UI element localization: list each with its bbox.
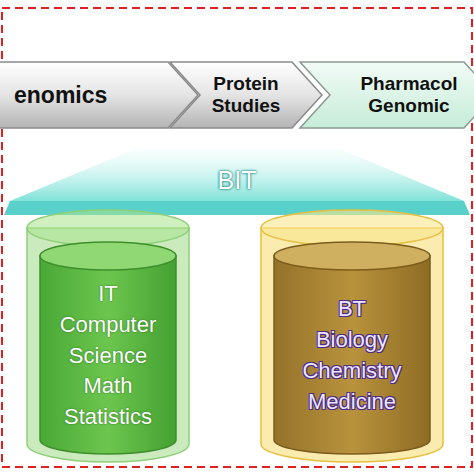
node-body-text: Biology Chemistry Medicine [284,325,420,417]
outer-cylinder [261,210,443,462]
node-body-text: Computer Science Math Statistics [42,310,174,433]
text-area: BTBiology Chemistry Medicine [284,274,420,438]
outer-cylinder-body [261,228,443,462]
chevron-arrow [0,62,198,128]
text-area: enomics [14,66,154,124]
inner-cylinder-top [40,242,176,270]
process-chevron: Pharmacol Genomic [300,62,474,128]
node-label: IT [98,279,118,310]
outer-cylinder-top [261,210,443,246]
process-chevron: enomics [0,62,198,128]
process-chevron: Protein Studies [170,62,322,128]
inner-cylinder-body [40,256,176,454]
node-label: Pharmacol Genomic [348,73,470,117]
inner-cylinder [40,242,176,454]
node-label: BT [338,294,366,325]
inner-cylinder [274,242,430,454]
outer-cylinder [27,210,189,462]
text-area: Pharmacol Genomic [348,66,470,124]
text-area: BIT [177,163,297,199]
outer-cylinder-top [27,210,189,246]
it-cylinder: ITComputer Science Math Statistics [26,208,190,458]
inner-cylinder-body [274,256,430,454]
node-label: enomics [14,82,107,108]
chevron-arrow [300,62,474,128]
chevron-arrow [170,62,322,128]
text-area: ITComputer Science Math Statistics [42,274,174,438]
outer-cylinder-body [27,228,189,462]
text-area: Protein Studies [200,66,292,124]
node-label: Protein Studies [200,73,292,117]
platform-glow [10,149,464,201]
bt-cylinder: BTBiology Chemistry Medicine [260,208,444,458]
inner-cylinder-top [274,242,430,270]
bit-platform: BIT [0,145,474,217]
node-label: BIT [218,167,257,195]
